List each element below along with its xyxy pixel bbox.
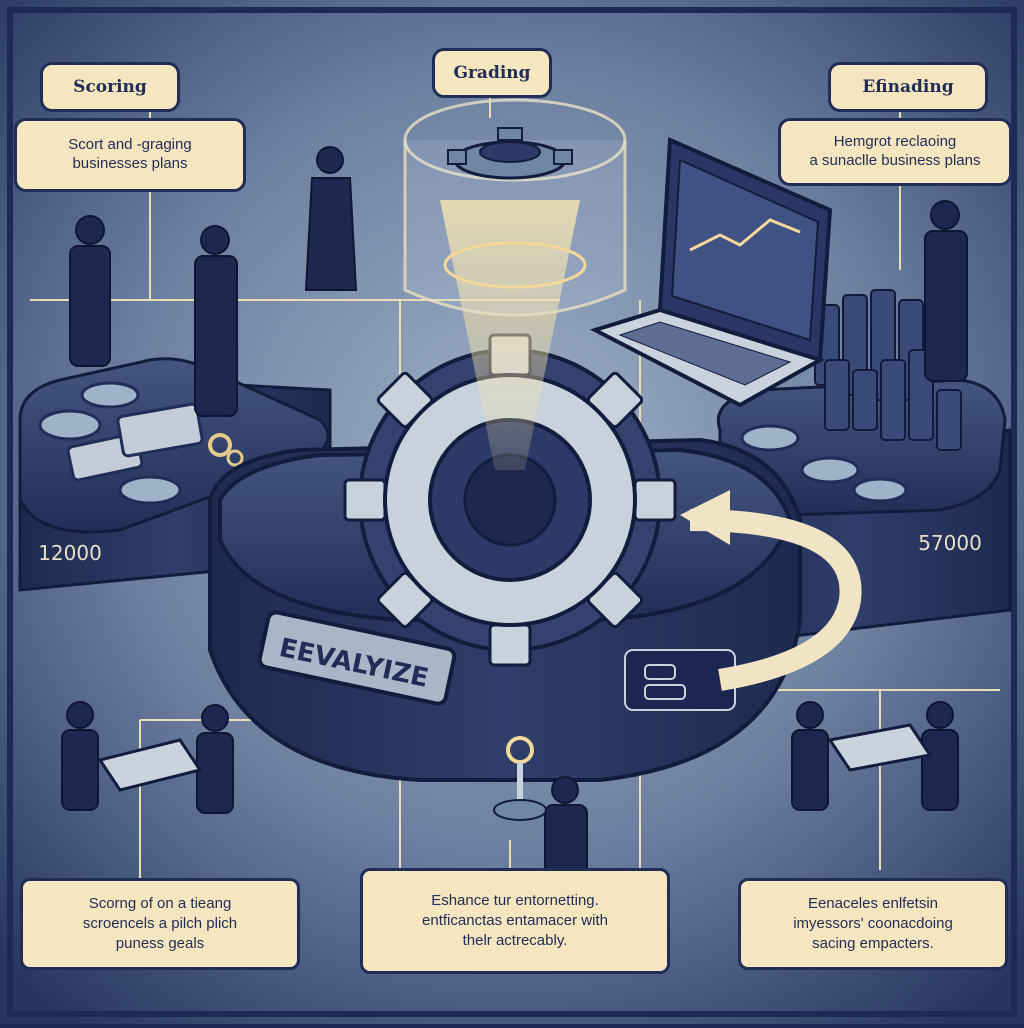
frame-border	[7, 7, 1017, 1017]
grading-header: Grading	[432, 48, 552, 98]
arrow-head-icon	[680, 490, 730, 545]
meeting-tables	[97, 723, 933, 792]
brand-plate	[257, 610, 457, 706]
business-people	[61, 146, 968, 876]
bottom-left-description: Scorng of on a tieang scroencels a pilch…	[20, 878, 300, 970]
funding-header: Efinading	[828, 62, 988, 112]
laptop	[589, 137, 833, 408]
funding-description: Hemgrot reclaoing a sunaclle business pl…	[778, 118, 1012, 186]
control-panel	[624, 649, 736, 711]
lamp-icon	[493, 736, 547, 821]
bottom-right-description: Eenaceles enlfetsin imyessors' coonacdoi…	[738, 878, 1008, 970]
left-platform-value: 12000	[38, 541, 102, 565]
bottom-center-description: Eshance tur entornetting. entficanctas e…	[360, 868, 670, 974]
scoring-header: Scoring	[40, 62, 180, 112]
curved-arrow-icon	[689, 509, 862, 691]
glass-dome	[403, 98, 627, 317]
small-gear-icon	[447, 127, 573, 180]
coin-stacks	[814, 289, 962, 451]
right-platform-value: 57000	[918, 531, 982, 555]
scoring-description: Scort and -graging businesses plans	[14, 118, 246, 192]
projection-beam	[440, 200, 580, 470]
gear-icon	[343, 333, 677, 667]
